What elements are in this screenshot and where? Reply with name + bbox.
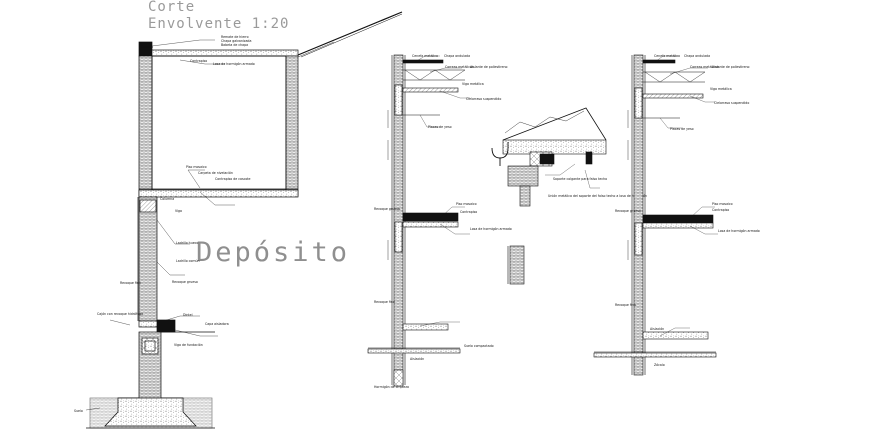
note: Chapa ondulada: [444, 54, 470, 58]
room-label: Depósito: [196, 237, 351, 268]
note: Losa de hormigón armado: [470, 227, 512, 231]
note: Suelo compactado: [464, 344, 494, 348]
note: Losa de hormigón armado: [718, 229, 760, 233]
note: Remate de hierro: [221, 35, 249, 39]
drawing-title-line1: Corte: [148, 0, 196, 15]
note: Chapa galvanizada: [221, 39, 251, 43]
note: Viga: [175, 209, 182, 213]
note: Cielorraso suspendido: [714, 101, 749, 105]
middle-section: [367, 54, 470, 387]
note: Zócalo: [654, 363, 665, 367]
left-section: [85, 11, 403, 429]
note: Columna: [160, 197, 174, 201]
note: Viga metálica: [710, 87, 732, 91]
note: Contrapiso: [190, 59, 207, 63]
note: Piso mosaico: [456, 202, 477, 206]
note: Carpeta de nivelación: [198, 171, 233, 175]
note: Cenefa metálica: [412, 54, 438, 58]
drawing-title-line2: Envolvente 1:20: [148, 16, 290, 32]
note: Revoque grueso: [172, 280, 198, 284]
note: Placas de yeso: [428, 125, 452, 129]
note: Contrapiso: [712, 208, 729, 212]
left-annotations: Cornisa Remate de hierro Chapa galvaniza…: [74, 35, 255, 413]
note: Correas metálicas: [690, 65, 719, 69]
note: Losa de hormigón armado: [213, 62, 255, 66]
note: Revoque grueso: [374, 207, 400, 211]
note: Revoque fino: [374, 300, 395, 304]
note: Revoque fino: [615, 303, 636, 307]
note: Babeta de chapa: [221, 43, 248, 47]
note: Cenefa metálica: [654, 54, 680, 58]
note: Dintel: [183, 313, 193, 317]
detail-annotations: Soporte colgante para falso techo Unión …: [548, 177, 647, 198]
note: Contrapiso de cascote: [215, 177, 251, 181]
note: Revoque fino: [120, 281, 141, 285]
note: Placas de yeso: [670, 127, 694, 131]
note: Viga metálica: [462, 82, 484, 86]
note: Aislación: [650, 327, 664, 331]
note: Hormigón de limpieza: [374, 385, 409, 389]
note: Capa aisladora: [205, 322, 229, 326]
right-section: [593, 54, 718, 376]
note: Revoque grueso: [615, 209, 641, 213]
note: Cielorraso suspendido: [466, 97, 501, 101]
note: Correas metálicas: [445, 65, 474, 69]
note: Unión metálica del soporte del falso tec…: [548, 194, 647, 198]
roof-detail: [491, 107, 607, 285]
note: Aislación: [410, 357, 424, 361]
note: Aislante de poliestireno: [712, 65, 750, 69]
middle-annotations: Cenefa metálica Chapa ondulada Correas m…: [374, 54, 512, 389]
note: Contrapiso: [460, 210, 477, 214]
right-annotations: Cenefa metálica Chapa ondulada Correas m…: [615, 54, 760, 367]
note: Chapa ondulada: [684, 54, 710, 58]
note: Piso mosaico: [186, 165, 207, 169]
note: Aislante de poliestireno: [470, 65, 508, 69]
note: Soporte colgante para falso techo: [553, 177, 607, 181]
note: Cajón con revoque hidrófugo: [97, 312, 143, 316]
note: Ladrillo hueco: [176, 241, 198, 245]
note: Viga de fundación: [174, 343, 203, 347]
note: Ladrillo común: [176, 259, 200, 263]
note: Piso mosaico: [712, 202, 733, 206]
note: Cornisa: [141, 45, 153, 49]
note: Suelo: [74, 409, 83, 413]
